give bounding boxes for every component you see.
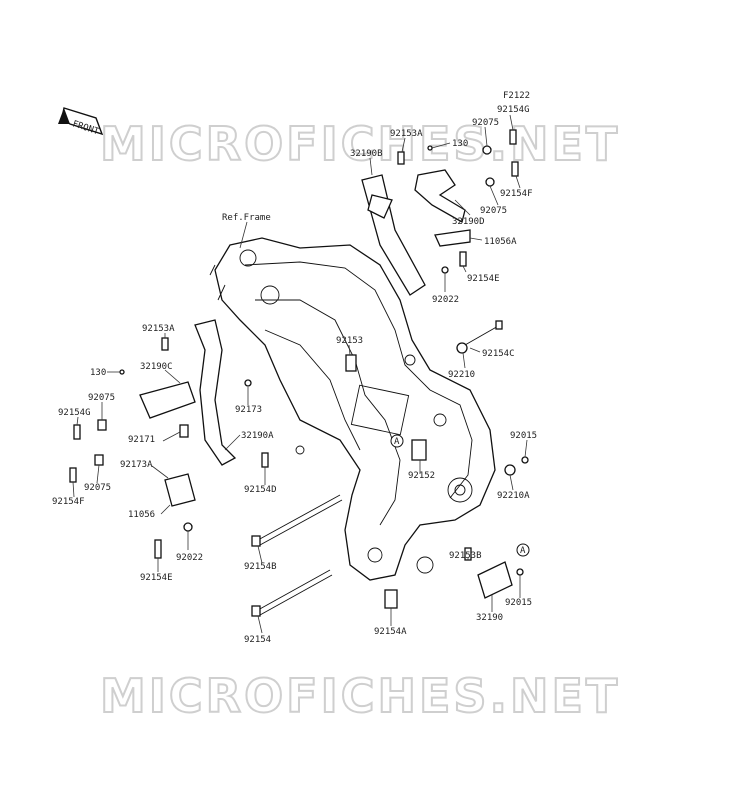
label-92075-mid: 92075 bbox=[480, 206, 507, 216]
clip-92171-icon bbox=[179, 424, 189, 438]
label-92154e-left: 92154E bbox=[140, 573, 173, 583]
leader-lines bbox=[72, 114, 528, 634]
bolt-92154 bbox=[251, 569, 333, 617]
washer-92075-top-icon bbox=[482, 145, 492, 155]
clamp-92173-icon bbox=[244, 379, 252, 387]
label-92075-left: 92075 bbox=[88, 393, 115, 403]
label-92154e-right: 92154E bbox=[467, 274, 500, 284]
label-32190: 32190 bbox=[476, 613, 503, 623]
bracket-32190a bbox=[139, 319, 237, 507]
label-92153a-top: 92153A bbox=[390, 129, 423, 139]
ref-circle-a-2: A bbox=[516, 543, 530, 557]
label-92154f-top: 92154F bbox=[500, 189, 533, 199]
bolt-92154f-left-icon bbox=[69, 467, 77, 483]
label-130-left: 130 bbox=[90, 368, 106, 378]
bracket-32190 bbox=[477, 561, 513, 599]
label-92154g-left: 92154G bbox=[58, 408, 91, 418]
label-32190d: 32190D bbox=[452, 217, 485, 227]
label-92154d: 92154D bbox=[244, 485, 277, 495]
screw-130-left-icon bbox=[119, 369, 125, 375]
label-92154b: 92154B bbox=[244, 562, 277, 572]
label-130-top: 130 bbox=[452, 139, 468, 149]
screw-130-top-icon bbox=[427, 145, 433, 151]
bolt-92153a-top-icon bbox=[397, 151, 405, 165]
label-92015-bottom: 92015 bbox=[505, 598, 532, 608]
watermark-bottom: MICROFICHES.NET bbox=[100, 669, 620, 723]
label-32190c: 32190C bbox=[140, 362, 173, 372]
bolt-92154b bbox=[251, 494, 343, 547]
frame-outline bbox=[209, 237, 496, 581]
bolt-92154c bbox=[464, 320, 503, 346]
bolt-92154f-top-icon bbox=[511, 161, 519, 177]
bolt-92153a-left-icon bbox=[161, 337, 169, 351]
ref-circle-a-1: A bbox=[390, 434, 404, 448]
washer-92075-left2-icon bbox=[94, 454, 104, 466]
bolt-92154d-icon bbox=[261, 452, 269, 468]
bolt-92154g-left-icon bbox=[73, 424, 81, 440]
svg-text:A: A bbox=[520, 546, 526, 556]
label-32190b: 32190B bbox=[350, 149, 383, 159]
bolt-92154e-left-icon bbox=[154, 539, 162, 559]
bolt-92154e-right-icon bbox=[459, 251, 467, 267]
label-92154c: 92154C bbox=[482, 349, 515, 359]
label-92152: 92152 bbox=[408, 471, 435, 481]
label-92015-right: 92015 bbox=[510, 431, 537, 441]
label-92171: 92171 bbox=[128, 435, 155, 445]
label-11056a: 11056A bbox=[484, 237, 517, 247]
label-92154g-top: 92154G bbox=[497, 105, 530, 115]
label-92022-left: 92022 bbox=[176, 553, 203, 563]
washer-92075-left-icon bbox=[97, 419, 107, 431]
label-92154: 92154 bbox=[244, 635, 271, 645]
nut-92210a-icon bbox=[504, 464, 516, 476]
label-92153b: 92153B bbox=[449, 551, 482, 561]
bracket-32190d bbox=[414, 169, 471, 247]
bolt-92015-icon bbox=[521, 456, 529, 464]
bolt-92015b-icon bbox=[516, 568, 524, 576]
collar-92153-icon bbox=[345, 354, 357, 372]
label-92075-left2: 92075 bbox=[84, 483, 111, 493]
nut-92210-icon bbox=[456, 342, 468, 354]
figure-code: F2122 bbox=[503, 91, 530, 101]
watermark-top: MICROFICHES.NET bbox=[100, 117, 620, 171]
label-92154a: 92154A bbox=[374, 627, 407, 637]
label-92153a-left: 92153A bbox=[142, 324, 175, 334]
label-92153: 92153 bbox=[336, 336, 363, 346]
label-92075-top: 92075 bbox=[472, 118, 499, 128]
washer-92022-icon bbox=[183, 522, 193, 532]
bolt-92154g-top-icon bbox=[509, 129, 517, 145]
label-92173: 92173 bbox=[235, 405, 262, 415]
svg-text:A: A bbox=[394, 437, 400, 447]
label-92022-right: 92022 bbox=[432, 295, 459, 305]
collar-92152-icon bbox=[411, 439, 427, 461]
label-32190a: 32190A bbox=[241, 431, 274, 441]
label-92154f-left: 92154F bbox=[52, 497, 85, 507]
label-92210: 92210 bbox=[448, 370, 475, 380]
washer-92022-right-icon bbox=[441, 266, 449, 274]
washer-92075-mid-icon bbox=[485, 177, 495, 187]
label-92210a: 92210A bbox=[497, 491, 530, 501]
label-11056: 11056 bbox=[128, 510, 155, 520]
label-ref-frame: Ref.Frame bbox=[222, 213, 271, 223]
label-92173a: 92173A bbox=[120, 460, 153, 470]
bracket-32190b bbox=[361, 174, 426, 296]
collar-92154a-icon bbox=[384, 589, 398, 609]
front-arrow-icon bbox=[58, 107, 104, 136]
